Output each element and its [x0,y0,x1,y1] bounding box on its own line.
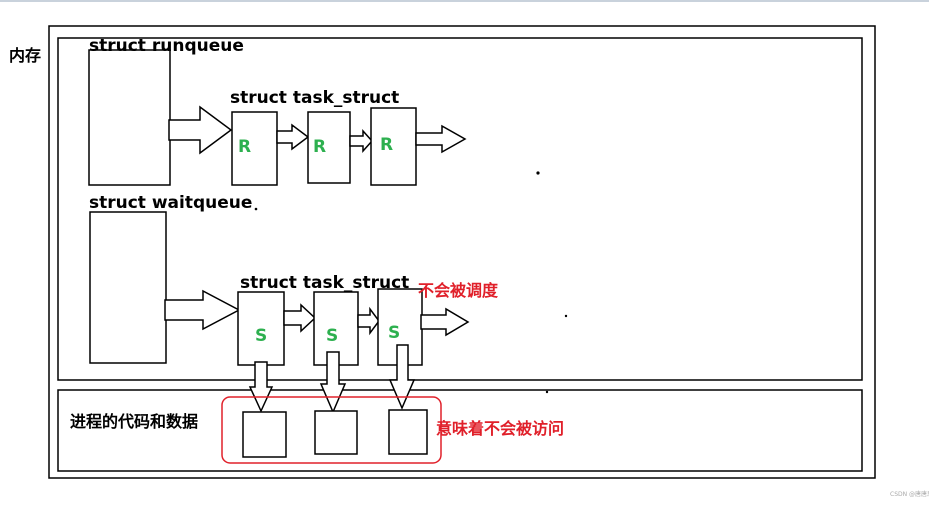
stray-dot-2 [254,207,258,211]
run-tail-arrow [415,124,467,154]
wait-task-state-2: S [326,326,338,346]
task-struct-label-top: struct task_struct [230,88,399,108]
wait-link-arrow-2 [357,306,380,336]
wait-task-state-1: S [255,326,267,346]
runqueue-label: struct runqueue [89,36,244,56]
waitqueue-box [89,211,167,364]
down-arrow-3 [388,344,416,410]
down-arrow-1 [248,361,274,413]
not-scheduled-note: 不会被调度 [418,281,499,300]
code-data-region [57,389,863,472]
not-accessed-note: 意味着不会被访问 [436,419,564,438]
run-task-state-3: R [380,135,393,155]
run-task-box-1 [231,111,278,186]
run-link-arrow-1 [276,123,310,151]
code-data-box-2 [314,410,358,455]
watermark: CSDN @唐唐思 [890,490,929,498]
runqueue-box [88,49,171,186]
stray-dot-3 [564,314,568,318]
stray-dot-1 [536,171,540,175]
wait-link-arrow-1 [283,303,317,333]
wait-tail-arrow [420,307,470,337]
waitqueue-arrow [164,289,241,331]
code-data-box-1 [242,411,287,458]
code-data-box-3 [388,409,428,455]
code-data-label: 进程的代码和数据 [70,412,198,431]
run-task-box-3 [370,107,417,186]
wait-task-state-3: S [388,323,400,343]
memory-label: 内存 [9,46,41,65]
runqueue-arrow [168,105,233,155]
run-task-box-2 [307,111,351,184]
kernel-region [57,37,863,381]
run-link-arrow-2 [349,129,374,153]
task-struct-label-bottom: struct task_struct [240,273,409,293]
code-data-highlight [221,396,442,464]
memory-frame [48,25,876,479]
stray-dot-4 [545,390,549,394]
waitqueue-label: struct waitqueue [89,193,252,213]
run-task-state-1: R [238,137,251,157]
run-task-state-2: R [313,137,326,157]
